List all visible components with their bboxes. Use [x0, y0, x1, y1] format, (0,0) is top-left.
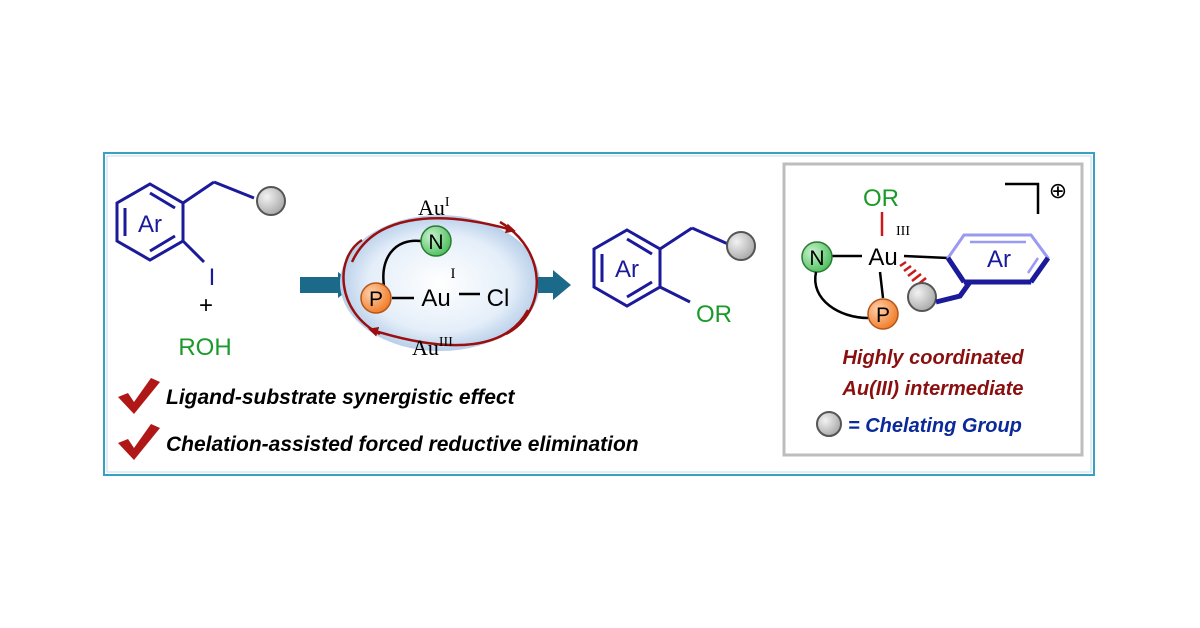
legend-chelating-circle — [816, 411, 842, 437]
feature-1-text: Ligand-substrate synergistic effect — [166, 386, 516, 409]
intermediate-aryl-ring-front — [945, 256, 1051, 285]
catalytic-cycle-bubble — [340, 215, 540, 351]
cycle-arrow-left — [342, 238, 381, 336]
au-aryl-bond — [903, 254, 949, 260]
catalyst-p-atom — [360, 282, 392, 314]
catalyst-au-ox-label: I — [451, 266, 456, 282]
intermediate-n-atom — [801, 241, 833, 273]
nucleophile-label: ROH — [178, 334, 231, 361]
substrate-ring-label: Ar — [138, 211, 162, 238]
au-iii-state-label: AuIII — [412, 335, 453, 360]
ligand-backbone — [813, 271, 869, 320]
feature-2-text: Chelation-assisted forced reductive elim… — [166, 433, 639, 456]
catalyst-p-label: P — [369, 288, 383, 311]
product-or-label: OR — [696, 301, 732, 328]
intermediate-p-atom — [867, 298, 899, 330]
au-chelate-dashed-bond — [899, 260, 927, 287]
substrate-iodoarene — [115, 180, 255, 264]
intermediate-au-label: Au — [868, 244, 897, 271]
intermediate-n-label: N — [809, 247, 824, 270]
product-aryl-ether — [592, 226, 729, 308]
caption-line-2: Au(III) intermediate — [841, 378, 1023, 400]
intermediate-p-label: P — [876, 304, 890, 327]
catalyst-n-atom — [420, 225, 452, 257]
reaction-arrow-right — [538, 270, 571, 300]
intermediate-ar-label: Ar — [987, 246, 1011, 273]
au-i-state-label: AuI — [418, 195, 450, 220]
intermediate-ox-label: III — [896, 224, 910, 239]
check-icon-2 — [118, 424, 160, 460]
cycle-arrow-top — [350, 217, 516, 263]
intermediate-or-label: OR — [863, 185, 899, 212]
charge-bracket — [1005, 182, 1040, 214]
outer-frame-inner — [106, 155, 1092, 473]
caption-line-1: Highly coordinated — [842, 347, 1024, 369]
chelating-group-circle — [256, 186, 286, 216]
legend-text: = Chelating Group — [848, 415, 1022, 437]
catalyst-ligand-backbone — [382, 239, 422, 293]
product-ring-label: Ar — [615, 256, 639, 283]
catalyst-n-label: N — [428, 231, 443, 254]
charge-symbol: ⊕ — [1049, 178, 1067, 203]
cycle-arrow-bottom — [368, 309, 530, 347]
intermediate-aryl-ring-inner — [970, 240, 1040, 274]
au-p-bond — [878, 271, 885, 299]
plus-sign: + — [199, 292, 213, 319]
check-icon-1 — [118, 378, 160, 414]
catalyst-au-label: Au — [421, 285, 450, 312]
chelate-linker — [935, 280, 973, 305]
catalyst-cl-label: Cl — [487, 285, 510, 312]
iodine-label: I — [209, 264, 216, 291]
intermediate-chelating-group — [907, 282, 937, 312]
product-chelating-group-circle — [726, 231, 756, 261]
